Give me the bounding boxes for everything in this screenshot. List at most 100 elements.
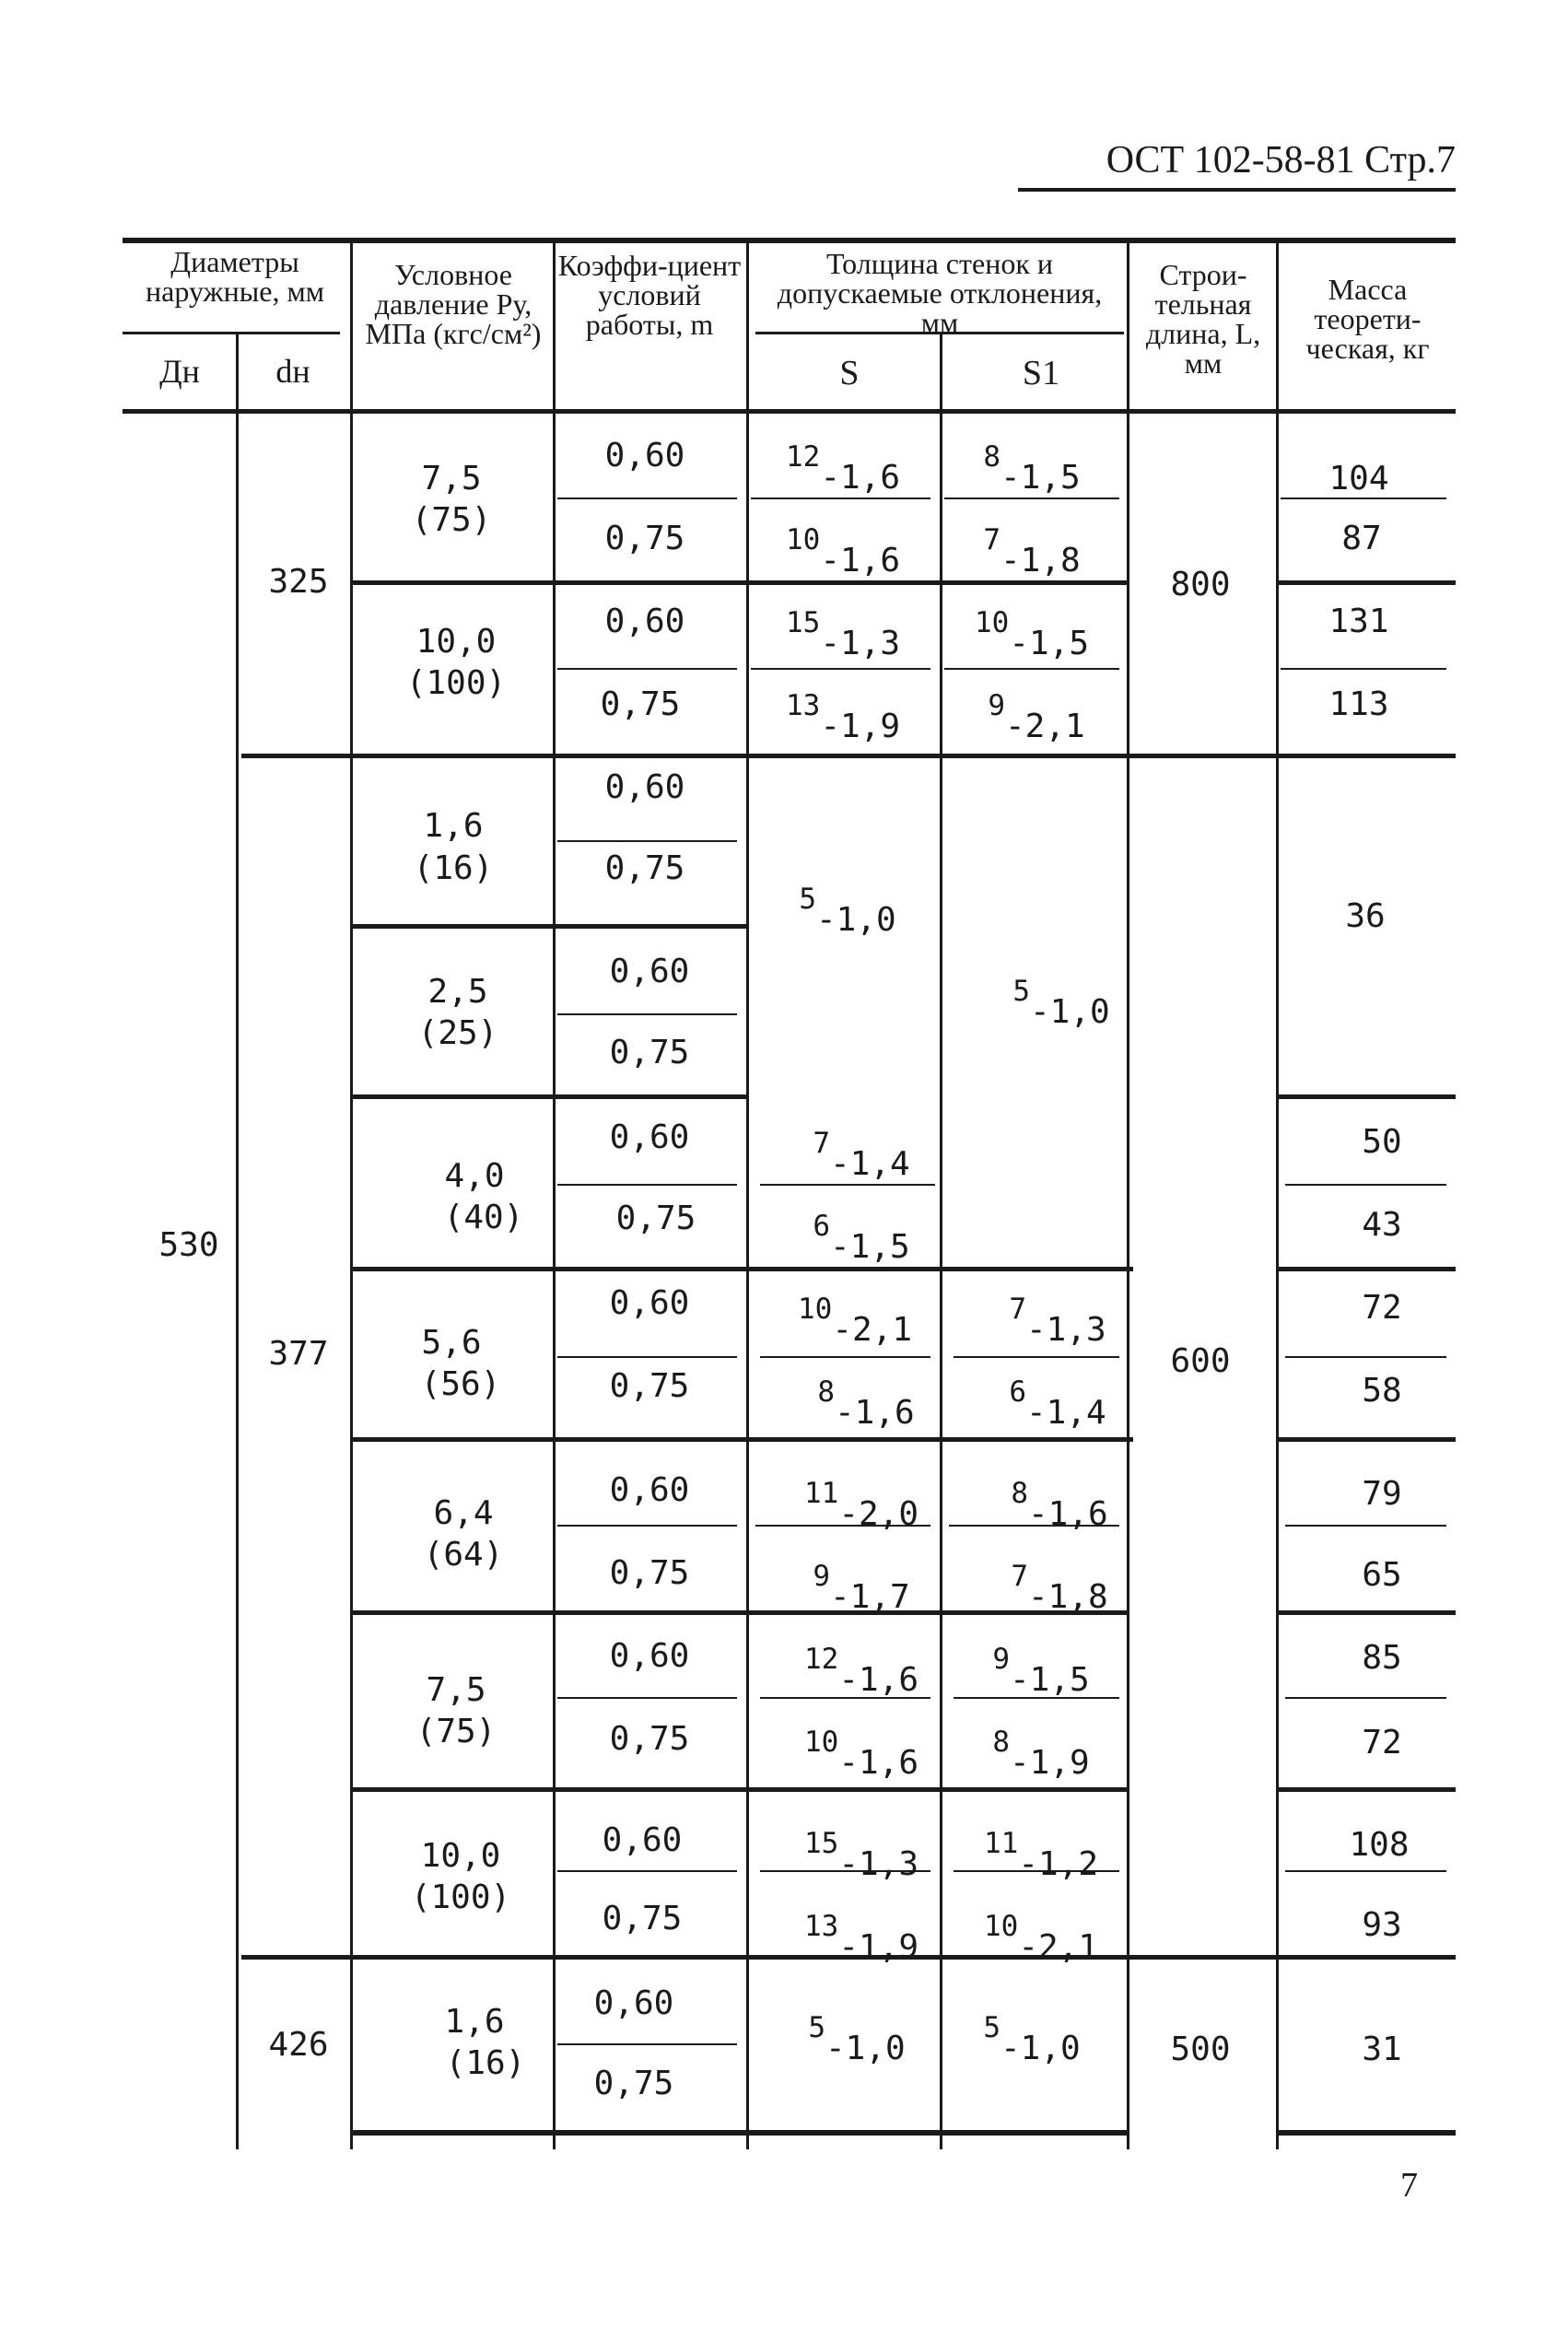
s-value-1: 5-1,0 [808,2011,906,2067]
coef-060: 0,60 [609,953,690,990]
coef-075: 0,75 [604,520,685,557]
thin-r10-m [557,2043,737,2045]
thin-r7-mass [1285,1525,1446,1527]
pressure-value: 6,4 [433,1494,494,1532]
sep-16-25 [350,924,746,929]
s-value-1: 12-1,6 [803,1643,919,1699]
vline-stub6 [1276,2136,1279,2149]
thin-r9-s1 [954,1870,1119,1872]
sep-325-377 [241,754,1456,758]
pressure-value: 7,5 [421,460,482,497]
s1-merged-value: 5-1,0 [1012,975,1110,1031]
sep-75-100-mass [1276,1787,1456,1792]
coef-075: 0,75 [593,2065,674,2102]
mass-2: 43 [1362,1206,1402,1244]
pressure-value: 4,0 [444,1157,505,1195]
pressure-kgf: (100) [410,1878,511,1916]
sep-377-426 [241,1955,1456,1960]
pressure-kgf: (56) [420,1365,501,1403]
sep-40-56-mass [1276,1267,1456,1271]
mass-1: 79 [1362,1475,1402,1513]
coef-060: 0,60 [604,603,685,640]
thin-r7-m [557,1525,737,1527]
mass-1: 72 [1362,1289,1402,1327]
pressure-value: 10,0 [415,623,497,661]
thin-r6-m [557,1356,737,1358]
vline-col6 [1127,243,1129,2136]
thin-r2-m [557,668,737,670]
page-number: 7 [1400,2166,1418,2205]
header-mass: Масса теорети-ческая, кг [1305,273,1430,365]
s1-value-2: 6-1,4 [1009,1375,1106,1432]
coef-060: 0,60 [609,1471,690,1509]
dn-inner-377: 377 [268,1335,329,1373]
pressure-kgf: (75) [415,1713,497,1750]
s-value-2: 10-1,6 [803,1726,919,1782]
sep-56-64 [350,1437,1133,1442]
s-merged-value: 5-1,0 [799,883,896,939]
coef-075: 0,75 [600,685,681,723]
pressure-kgf: (64) [423,1536,504,1574]
mass-2: 72 [1362,1724,1402,1761]
header-divider-diam [123,332,340,334]
pressure-kgf: (40) [443,1199,524,1236]
s1-value-2: 10-2,1 [983,1910,1099,1966]
header-bottom-border [123,409,1456,414]
header-thickness: Толщина стенок и допускаемые отклонения,… [777,247,1103,339]
vline-stub3 [746,2136,749,2149]
thin-r2-mass [1281,668,1446,670]
vline-stub2 [553,2136,556,2149]
pressure-value: 5,6 [421,1324,482,1362]
thin-r8-s1 [954,1697,1119,1699]
pressure-value: 1,6 [444,2003,505,2041]
table-bottom-border-mass [1276,2130,1456,2136]
s-value-1: 7-1,4 [813,1127,910,1183]
s1-value-1: 9-1,5 [992,1643,1090,1699]
thin-r3-m [557,840,737,842]
thin-r8-mass [1285,1697,1446,1699]
mass-1: 131 [1328,603,1389,640]
sep-325-a-mass [1276,580,1456,585]
vline-col2 [350,243,353,2136]
coef-060: 0,60 [609,1284,690,1322]
s-value-2: 10-1,6 [785,523,901,579]
vline-col1 [236,414,239,2136]
coef-060: 0,60 [609,1637,690,1675]
dn-outer-value: 530 [158,1226,219,1264]
pressure-kgf: (75) [411,501,492,539]
s1-value-1: 10-1,5 [974,606,1090,662]
vline-col4 [746,243,749,2136]
thin-r1-s [751,497,930,499]
mass-2: 87 [1341,520,1382,557]
header-diameters: Диаметры наружные, мм [146,245,324,308]
mass-2: 93 [1362,1906,1402,1944]
pressure-kgf: (100) [405,664,507,702]
s-value-1: 15-1,3 [785,606,901,662]
thin-r6-s1 [954,1356,1119,1358]
dn-inner-325: 325 [268,563,329,601]
s-value-2: 13-1,9 [803,1910,919,1966]
pressure-kgf: (16) [445,2044,526,2082]
vline-stub4 [940,2136,942,2149]
s1-value-1: 5-1,0 [983,2011,1081,2067]
s-value-1: 11-2,0 [803,1477,919,1533]
thin-r1-m [557,497,737,499]
thin-r7-s [755,1525,930,1527]
s1-value-1: 7-1,3 [1009,1293,1106,1349]
vline-stub1 [350,2136,353,2149]
pressure-value: 1,6 [423,807,484,845]
pressure-value: 2,5 [427,973,488,1011]
coef-060: 0,60 [602,1821,683,1859]
length-600: 600 [1170,1342,1231,1380]
thin-r7-s1 [949,1525,1119,1527]
sep-75-100 [350,1787,1129,1792]
document-header-text: ОСТ 102-58-81 Стр.7 [1106,139,1456,181]
mass-1: 104 [1328,460,1389,497]
thin-r1-s1 [944,497,1119,499]
thin-r5-s [760,1184,935,1186]
pressure-value: 10,0 [420,1837,501,1875]
length-500: 500 [1170,2031,1231,2068]
sep-25-40 [350,1094,746,1099]
s-value-1: 10-2,1 [797,1293,913,1349]
pressure-kgf: (25) [417,1014,498,1052]
